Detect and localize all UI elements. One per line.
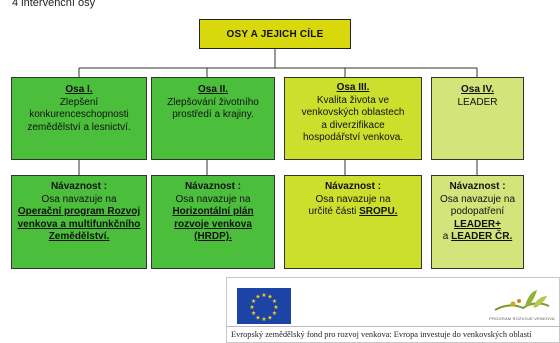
root-node: OSY A JEJICH CÍLE xyxy=(199,19,351,49)
svg-text:★: ★ xyxy=(255,314,260,321)
svg-text:★: ★ xyxy=(273,304,278,311)
link-4-program2: LEADER ČR. xyxy=(451,231,513,242)
link-3-text2: určité části xyxy=(308,206,357,217)
axis-2-box: Osa II. Zlepšování životního prostředí a… xyxy=(151,77,275,160)
rural-logo-text: PROGRAM ROZVOJE VENKOVA xyxy=(489,316,555,321)
svg-text:★: ★ xyxy=(251,298,256,305)
axis-3-text: a diverzifikace xyxy=(321,119,385,131)
link-4-connector: a xyxy=(442,231,449,242)
axis-2-text: prostředí a krajiny. xyxy=(172,109,254,120)
svg-text:★: ★ xyxy=(272,298,277,305)
axis-1-box: Osa I. Zlepšení konkurenceschopnosti zem… xyxy=(11,77,147,160)
svg-text:★: ★ xyxy=(267,294,272,301)
axis-3-title: Osa III. xyxy=(336,82,370,93)
svg-text:★: ★ xyxy=(251,310,256,317)
link-1-text: Osa navazuje na xyxy=(41,193,117,205)
link-3-text: Osa navazuje na xyxy=(315,193,391,205)
svg-text:★: ★ xyxy=(261,292,266,299)
link-2-box: Návaznost : Osa navazuje na Horizontální… xyxy=(151,175,275,269)
svg-text:★: ★ xyxy=(261,316,266,323)
axis-3-text: hospodářství venkova. xyxy=(302,132,404,143)
axis-2-text: Zlepšování životního xyxy=(167,96,259,108)
axis-3-text: venkovských oblastech xyxy=(301,107,405,118)
axis-3-box: Osa III. Kvalita života ve venkovských o… xyxy=(284,77,422,160)
link-4-box: Návaznost : Osa navazuje na podopatření … xyxy=(431,175,524,269)
link-3-label: Návaznost : xyxy=(324,181,382,192)
link-2-text: Osa navazuje na xyxy=(175,193,251,205)
axis-4-box: Osa IV. LEADER xyxy=(431,77,524,160)
heading: 4 intervenční osy xyxy=(12,0,96,9)
link-4-text: Osa navazuje na xyxy=(439,193,516,205)
axis-3-text: Kvalita života ve xyxy=(316,94,390,106)
svg-text:★: ★ xyxy=(249,304,254,311)
link-3-program: SROPU. xyxy=(359,206,398,217)
link-4-text2: podopatření xyxy=(450,206,505,217)
link-1-box: Návaznost : Osa navazuje na Operační pro… xyxy=(11,175,147,269)
axis-1-text: konkurenceschopnosti xyxy=(29,109,129,120)
svg-text:★: ★ xyxy=(267,314,272,321)
link-3-box: Návaznost : Osa navazuje na určité části… xyxy=(284,175,422,269)
link-2-program: Horizontální plán rozvoje venkova (HRDP)… xyxy=(172,206,254,242)
link-2-label: Návaznost : xyxy=(184,181,242,192)
link-4-label: Návaznost : xyxy=(449,181,506,192)
footer-caption: Evropský zemědělský fond pro rozvoj venk… xyxy=(227,326,560,342)
axis-1-text: Zlepšení xyxy=(59,96,99,108)
axis-2-title: Osa II. xyxy=(197,84,228,95)
axis-1-text: zemědělství a lesnictví. xyxy=(27,121,131,133)
axis-1-title: Osa I. xyxy=(65,84,93,95)
eu-flag-icon: ★ ★ ★ ★ ★ ★ ★ ★ ★ ★ ★ ★ xyxy=(237,288,291,324)
svg-text:★: ★ xyxy=(272,310,277,317)
link-4-program: LEADER+ xyxy=(454,218,501,230)
footer-banner: ★ ★ ★ ★ ★ ★ ★ ★ ★ ★ ★ ★ PROGRAM ROZVOJE … xyxy=(226,277,560,343)
link-1-label: Návaznost : xyxy=(50,181,108,192)
axis-4-text: LEADER xyxy=(457,96,498,108)
axis-4-title: Osa IV. xyxy=(461,84,494,95)
svg-text:★: ★ xyxy=(255,294,260,301)
link-1-program: Operační program Rozvoj venkova a multif… xyxy=(17,206,141,242)
rural-development-logo: PROGRAM ROZVOJE VENKOVA xyxy=(489,284,555,328)
